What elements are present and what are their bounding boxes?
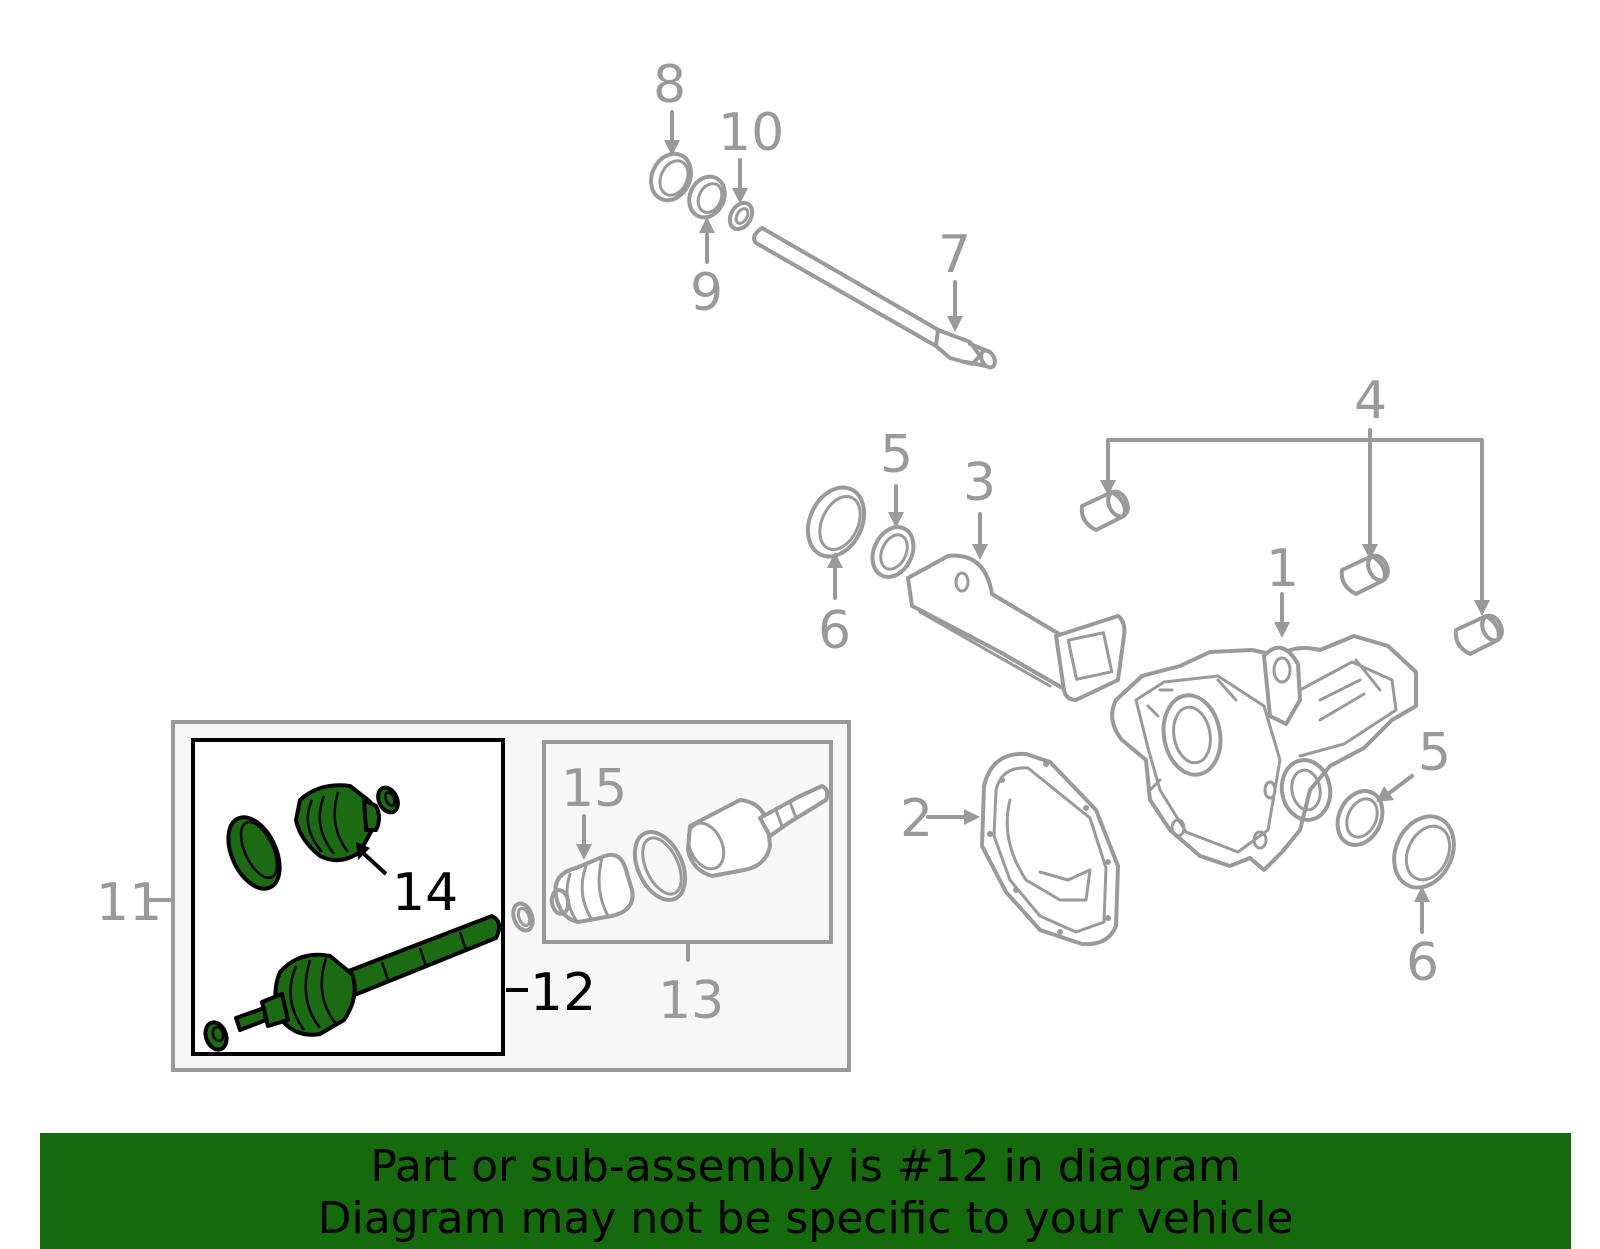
part-6-seal-right	[1392, 814, 1456, 890]
part-13-ring	[632, 830, 688, 902]
callout-10: 10	[718, 103, 784, 163]
callout-2: 2	[900, 789, 933, 849]
callout-9: 9	[690, 263, 723, 323]
part-15-boot	[549, 853, 635, 924]
callout-11: 11	[96, 873, 162, 933]
callout-8: 8	[653, 55, 686, 115]
callout-5-top: 5	[880, 425, 913, 485]
callout-12: 12	[530, 963, 596, 1023]
part-4-bushing-b	[1339, 553, 1390, 596]
callout-3: 3	[963, 453, 996, 513]
banner-line-2: Diagram may not be specific to your vehi…	[317, 1193, 1294, 1244]
callout-15: 15	[561, 759, 627, 819]
callout-13: 13	[658, 971, 724, 1031]
part-13-joint	[686, 784, 830, 878]
part-8-ring	[649, 151, 693, 203]
part-10-seal	[727, 200, 755, 232]
info-banner: Part or sub-assembly is #12 in diagram D…	[40, 1133, 1571, 1249]
part-6-seal-left	[805, 485, 867, 559]
part-9-bearing	[687, 174, 727, 220]
callout-4: 4	[1354, 371, 1387, 431]
callout-14: 14	[392, 863, 458, 923]
part-14-boot	[294, 783, 400, 863]
parts-diagram: 8 9 10 7 4 5	[96, 55, 1504, 1072]
part-2-cover	[980, 751, 1120, 947]
callout-5-right: 5	[1418, 723, 1451, 783]
part-4-bushing-a	[1079, 489, 1130, 532]
snap-ring	[511, 901, 535, 933]
callout-6-left: 6	[818, 601, 851, 661]
banner-line-1: Part or sub-assembly is #12 in diagram	[370, 1141, 1241, 1192]
part-1-carrier	[1110, 634, 1418, 872]
part-7-shaft	[752, 226, 997, 370]
part-5-seal-left	[870, 525, 916, 579]
part-14-clamp	[226, 815, 282, 891]
part-5-seal-right	[1335, 789, 1385, 847]
part-4-bushing-c	[1453, 613, 1504, 656]
callout-1: 1	[1266, 539, 1299, 599]
part-12-axle-shaft	[203, 914, 502, 1052]
part-3-tube	[906, 553, 1127, 702]
callout-6-right: 6	[1406, 933, 1439, 993]
callout-7: 7	[938, 225, 971, 285]
